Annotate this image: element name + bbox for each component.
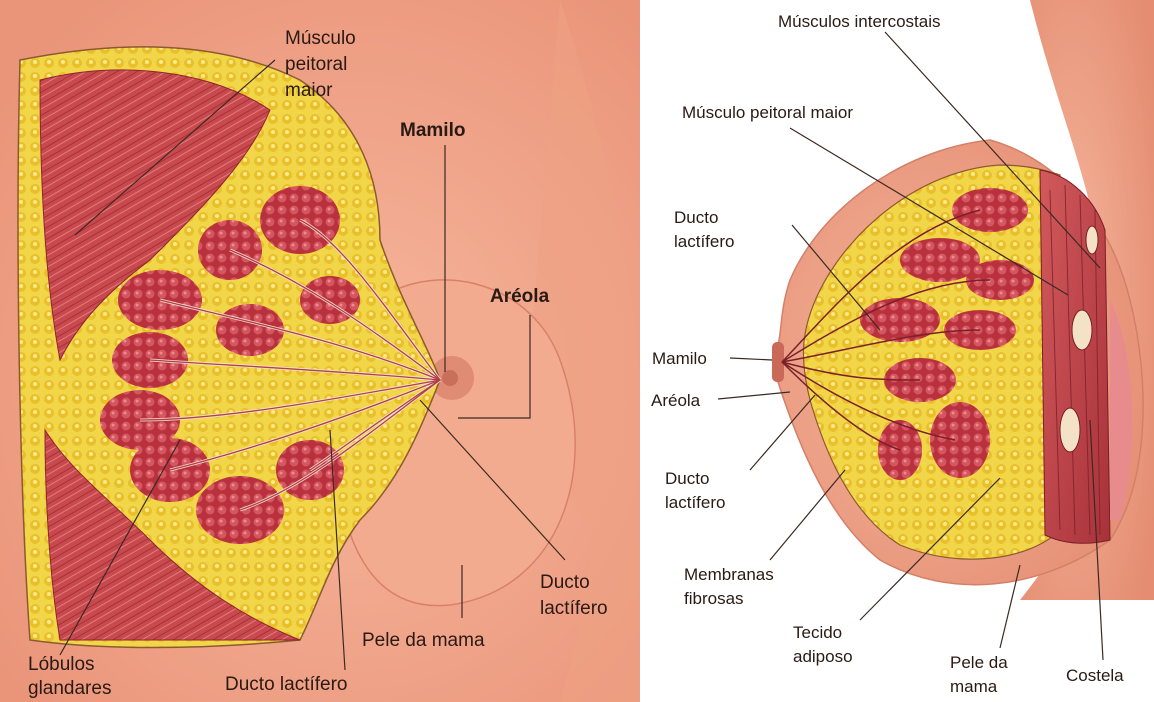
left-panel-illustration [0,0,640,702]
label-ducto-top-line1: Ducto [674,208,718,227]
label-musculo-peitoral-line1: Músculo [285,28,356,49]
label-ducto-right-line1: Ducto [540,572,590,593]
label-mamilo-left: Mamilo [400,120,465,141]
label-areola-left: Aréola [490,286,550,307]
label-pele-right-line2: mama [950,677,998,696]
nipple-shape [442,370,458,386]
label-ducto-bottom: Ducto lactífero [225,674,348,695]
label-ducto-right-line2: lactífero [540,598,608,619]
label-areola-right: Aréola [651,391,701,410]
label-membranas-line2: fibrosas [684,589,744,608]
label-ducto-mid-line2: lactífero [665,493,725,512]
label-peitoral-right: Músculo peitoral maior [682,103,853,122]
label-pele-left: Pele da mama [362,630,485,651]
label-tecido-line2: adiposo [793,647,853,666]
label-tecido-line1: Tecido [793,623,842,642]
label-mamilo-right: Mamilo [652,349,707,368]
label-musculo-peitoral-line2: peitoral [285,54,347,75]
label-lobulos-line2: glandares [28,678,111,699]
label-ducto-top-line2: lactífero [674,232,734,251]
right-panel-illustration [718,0,1154,660]
label-membranas-line1: Membranas [684,565,774,584]
label-musculo-peitoral-line3: maior [285,80,333,101]
label-lobulos-line1: Lóbulos [28,654,95,675]
label-intercostais: Músculos intercostais [778,12,941,31]
label-ducto-mid-line1: Ducto [665,469,709,488]
label-costela: Costela [1066,666,1124,685]
label-pele-right-line1: Pele da [950,653,1008,672]
